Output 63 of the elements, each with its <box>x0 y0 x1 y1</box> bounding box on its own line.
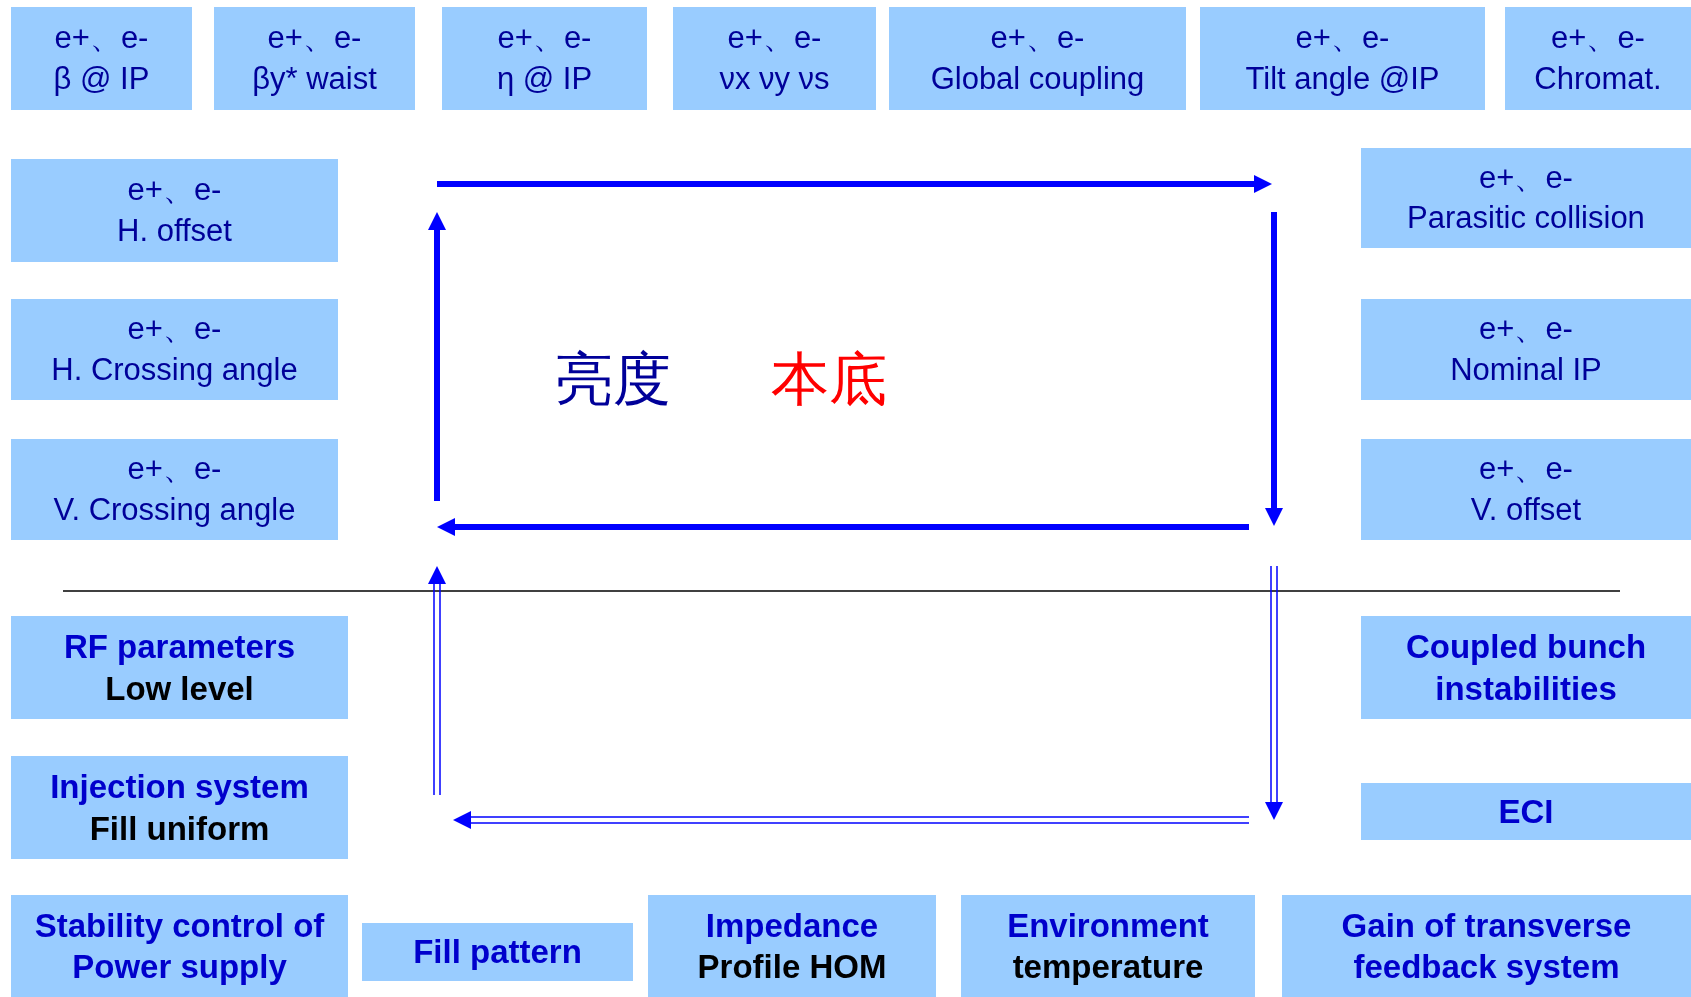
box-text: Chromat. <box>1534 59 1662 98</box>
box-text: η @ IP <box>496 59 593 98</box>
box-heading: e+、e- <box>497 19 592 58</box>
box-text: H. Crossing angle <box>51 350 298 389</box>
box-heading: Injection system <box>50 767 309 808</box>
box-text: Gain of transverse feedback system <box>1340 905 1633 987</box>
box-text: ECI <box>1498 791 1554 832</box>
center-label: 本底 <box>771 350 887 408</box>
box-text: Stability control of Power supply <box>33 905 326 987</box>
parameter-box <box>11 7 192 110</box>
box-heading: e+、e- <box>267 19 362 58</box>
parameter-box <box>11 159 338 262</box>
box-heading: Impedance <box>705 905 879 946</box>
box-text: Fill pattern <box>413 932 582 973</box>
box-heading: e+、e- <box>127 171 222 210</box>
parameter-box <box>11 895 348 997</box>
box-text: H. offset <box>117 211 232 250</box>
parameter-box <box>1361 299 1691 400</box>
parameter-box <box>1282 895 1691 997</box>
parameter-box <box>11 756 348 859</box>
parameter-box <box>1361 148 1691 248</box>
parameter-box <box>961 895 1255 997</box>
box-heading: e+、e- <box>54 19 149 58</box>
parameter-box <box>11 616 348 719</box>
parameter-box <box>362 923 633 981</box>
parameter-box <box>11 439 338 540</box>
box-heading: e+、e- <box>727 19 822 58</box>
box-text: Global coupling <box>930 59 1145 98</box>
box-heading: RF parameters <box>63 627 296 668</box>
parameter-box <box>1361 439 1691 540</box>
box-heading: e+、e- <box>1551 19 1645 58</box>
box-heading: e+、e- <box>1479 450 1573 489</box>
parameter-box <box>1200 7 1485 110</box>
parameter-box <box>889 7 1186 110</box>
box-text: νx νy νs <box>719 59 830 98</box>
box-text: Fill uniform <box>89 808 270 849</box>
box-heading: e+、e- <box>990 19 1085 58</box>
box-heading: Environment <box>1007 905 1209 946</box>
box-text: β @ IP <box>53 59 150 98</box>
parameter-box <box>11 299 338 400</box>
box-text: V. Crossing angle <box>53 490 296 529</box>
parameter-box <box>1505 7 1691 110</box>
parameter-box <box>214 7 415 110</box>
box-heading: e+、e- <box>1479 158 1573 197</box>
box-text: V. offset <box>1470 490 1582 529</box>
parameter-box <box>442 7 647 110</box>
box-text: Low level <box>105 668 254 709</box>
box-heading: e+、e- <box>1295 19 1390 58</box>
parameter-box <box>673 7 876 110</box>
box-text: Profile HOM <box>697 947 887 987</box>
parameter-box <box>1361 783 1691 840</box>
box-text: Tilt angle @IP <box>1245 59 1440 98</box>
box-heading: e+、e- <box>127 450 222 489</box>
parameter-box <box>1361 616 1691 719</box>
box-text: Nominal IP <box>1450 350 1602 389</box>
box-text: Parasitic collision <box>1407 199 1645 237</box>
center-label: 亮度 <box>555 350 671 408</box>
box-text: βy* waist <box>252 59 377 98</box>
box-text: temperature <box>1012 947 1204 987</box>
box-heading: e+、e- <box>127 310 222 349</box>
box-text: Coupled bunch instabilities <box>1404 627 1648 709</box>
box-heading: e+、e- <box>1479 310 1573 349</box>
parameter-box <box>648 895 936 997</box>
